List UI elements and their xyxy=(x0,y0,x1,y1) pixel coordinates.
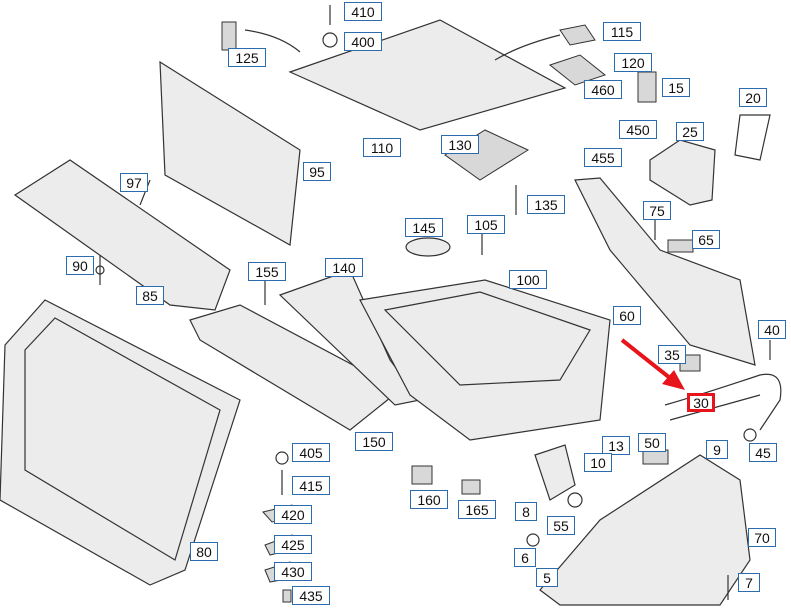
part-label-13[interactable]: 13 xyxy=(602,436,630,455)
part-120 xyxy=(548,54,607,86)
part-label-45[interactable]: 45 xyxy=(749,443,777,462)
part-label-135[interactable]: 135 xyxy=(527,195,565,214)
part-label-55[interactable]: 55 xyxy=(547,516,575,535)
part-label-125[interactable]: 125 xyxy=(228,48,266,67)
part-145 xyxy=(405,237,451,257)
part-label-150[interactable]: 150 xyxy=(355,432,393,451)
part-110-floor-cover xyxy=(288,19,567,131)
part-100-tub xyxy=(359,279,611,441)
part-label-455[interactable]: 455 xyxy=(584,148,622,167)
part-label-8[interactable]: 8 xyxy=(515,502,537,521)
part-label-6[interactable]: 6 xyxy=(514,548,536,567)
part-80-panel xyxy=(0,299,241,586)
part-label-100[interactable]: 100 xyxy=(509,270,547,289)
part-115 xyxy=(559,24,596,46)
part-label-165[interactable]: 165 xyxy=(458,500,496,519)
part-label-145[interactable]: 145 xyxy=(405,218,443,237)
part-label-140[interactable]: 140 xyxy=(325,258,363,277)
part-5-lower-trim xyxy=(539,454,751,606)
part-25-bracket xyxy=(649,139,716,206)
part-label-10[interactable]: 10 xyxy=(584,453,612,472)
part-label-30[interactable]: 30 xyxy=(687,393,715,412)
part-label-160[interactable]: 160 xyxy=(410,490,448,509)
part-8-cover xyxy=(534,444,576,501)
part-label-415[interactable]: 415 xyxy=(292,476,330,495)
part-label-97[interactable]: 97 xyxy=(120,173,148,192)
part-label-460[interactable]: 460 xyxy=(584,80,622,99)
part-label-60[interactable]: 60 xyxy=(613,306,641,325)
part-20-handle xyxy=(734,114,771,161)
part-label-65[interactable]: 65 xyxy=(692,230,720,249)
part-95-partition xyxy=(159,60,301,246)
part-label-120[interactable]: 120 xyxy=(614,53,652,72)
part-label-5[interactable]: 5 xyxy=(536,568,558,587)
part-label-85[interactable]: 85 xyxy=(136,286,164,305)
part-label-35[interactable]: 35 xyxy=(658,345,686,364)
arrow-125-to-110 xyxy=(244,29,301,53)
part-label-400[interactable]: 400 xyxy=(344,32,382,51)
part-60-side-trim xyxy=(574,177,756,366)
part-label-80[interactable]: 80 xyxy=(190,542,218,561)
part-label-95[interactable]: 95 xyxy=(303,162,331,181)
part-label-9[interactable]: 9 xyxy=(706,440,728,459)
part-label-40[interactable]: 40 xyxy=(758,320,786,339)
part-label-425[interactable]: 425 xyxy=(274,535,312,554)
part-label-90[interactable]: 90 xyxy=(66,256,94,275)
part-label-7[interactable]: 7 xyxy=(738,573,760,592)
part-label-25[interactable]: 25 xyxy=(676,122,704,141)
part-label-155[interactable]: 155 xyxy=(248,262,286,281)
part-label-430[interactable]: 430 xyxy=(274,562,312,581)
part-label-435[interactable]: 435 xyxy=(292,586,330,605)
part-label-130[interactable]: 130 xyxy=(441,135,479,154)
part-label-15[interactable]: 15 xyxy=(662,78,690,97)
part-label-450[interactable]: 450 xyxy=(619,120,657,139)
part-label-75[interactable]: 75 xyxy=(643,201,671,220)
part-30-cable xyxy=(664,373,782,431)
arrow-115-to-110 xyxy=(494,34,561,61)
part-label-105[interactable]: 105 xyxy=(467,215,505,234)
part-label-20[interactable]: 20 xyxy=(739,88,767,107)
part-label-405[interactable]: 405 xyxy=(292,443,330,462)
part-150-board xyxy=(189,304,402,431)
part-label-110[interactable]: 110 xyxy=(363,138,401,157)
red-pointer-arrow xyxy=(620,338,685,390)
part-label-115[interactable]: 115 xyxy=(603,22,641,41)
part-label-50[interactable]: 50 xyxy=(638,433,666,452)
part-label-410[interactable]: 410 xyxy=(344,2,382,21)
part-label-70[interactable]: 70 xyxy=(748,528,776,547)
part-label-420[interactable]: 420 xyxy=(274,505,312,524)
